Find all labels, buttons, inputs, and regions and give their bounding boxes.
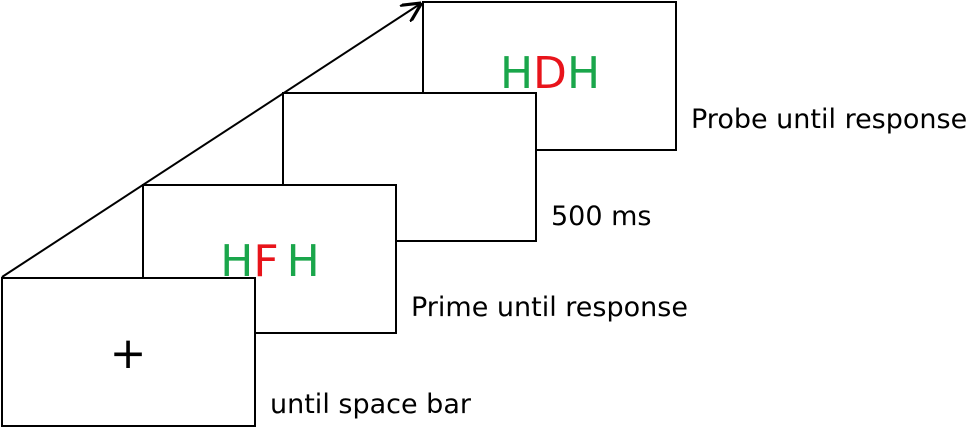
fixation-screen: + [1, 277, 256, 427]
probe-flanker-left: H [500, 48, 533, 99]
probe-target: D [533, 48, 567, 99]
prime-target: F [253, 236, 278, 287]
blank-label: 500 ms [551, 201, 652, 232]
fixation-label: until space bar [270, 389, 472, 420]
time-arrow [1, 4, 420, 278]
probe-screen: HDH [422, 1, 677, 151]
probe-label: Probe until response [691, 104, 967, 135]
probe-flanker-right: H [567, 48, 600, 99]
prime-flanker-right: H [287, 236, 320, 287]
fixation-frame [1, 277, 256, 427]
probe-stimulus: HDH [500, 48, 600, 99]
prime-label: Prime until response [411, 292, 688, 323]
fixation-cross: + [110, 328, 147, 379]
